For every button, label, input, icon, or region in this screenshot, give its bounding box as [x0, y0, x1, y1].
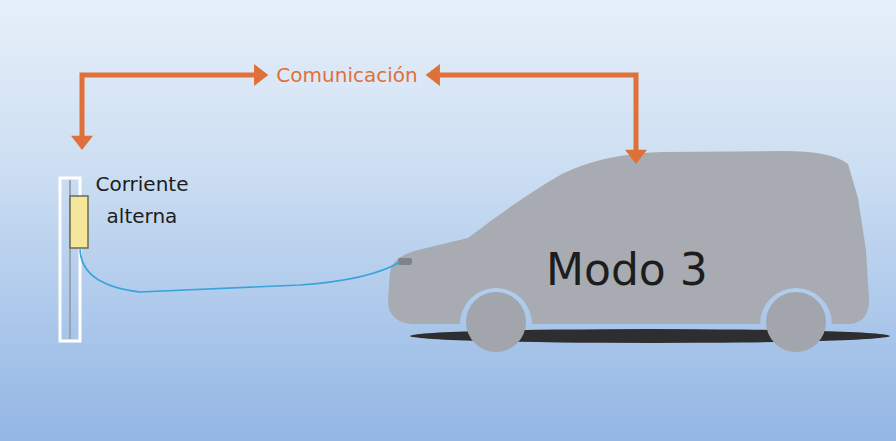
communication-arrow	[71, 64, 647, 164]
arrow-head	[254, 64, 268, 86]
arrow-line	[440, 75, 636, 150]
arrow-line	[82, 75, 254, 136]
arrow-head	[71, 136, 93, 150]
node-heading: Corriente alterna	[88, 168, 196, 232]
rear-wheel	[766, 292, 826, 352]
vehicle: Modo 3	[386, 150, 870, 340]
charger-socket	[70, 196, 88, 248]
arrow-head	[426, 64, 440, 86]
node-label: Modo 3	[546, 244, 708, 297]
charging-station: Corriente alterna	[58, 150, 218, 342]
front-wheel	[466, 292, 526, 352]
charge-port	[398, 258, 412, 265]
edge-label: Comunicación	[272, 63, 421, 87]
arrow-head	[625, 150, 647, 164]
charging-cable	[80, 248, 400, 292]
